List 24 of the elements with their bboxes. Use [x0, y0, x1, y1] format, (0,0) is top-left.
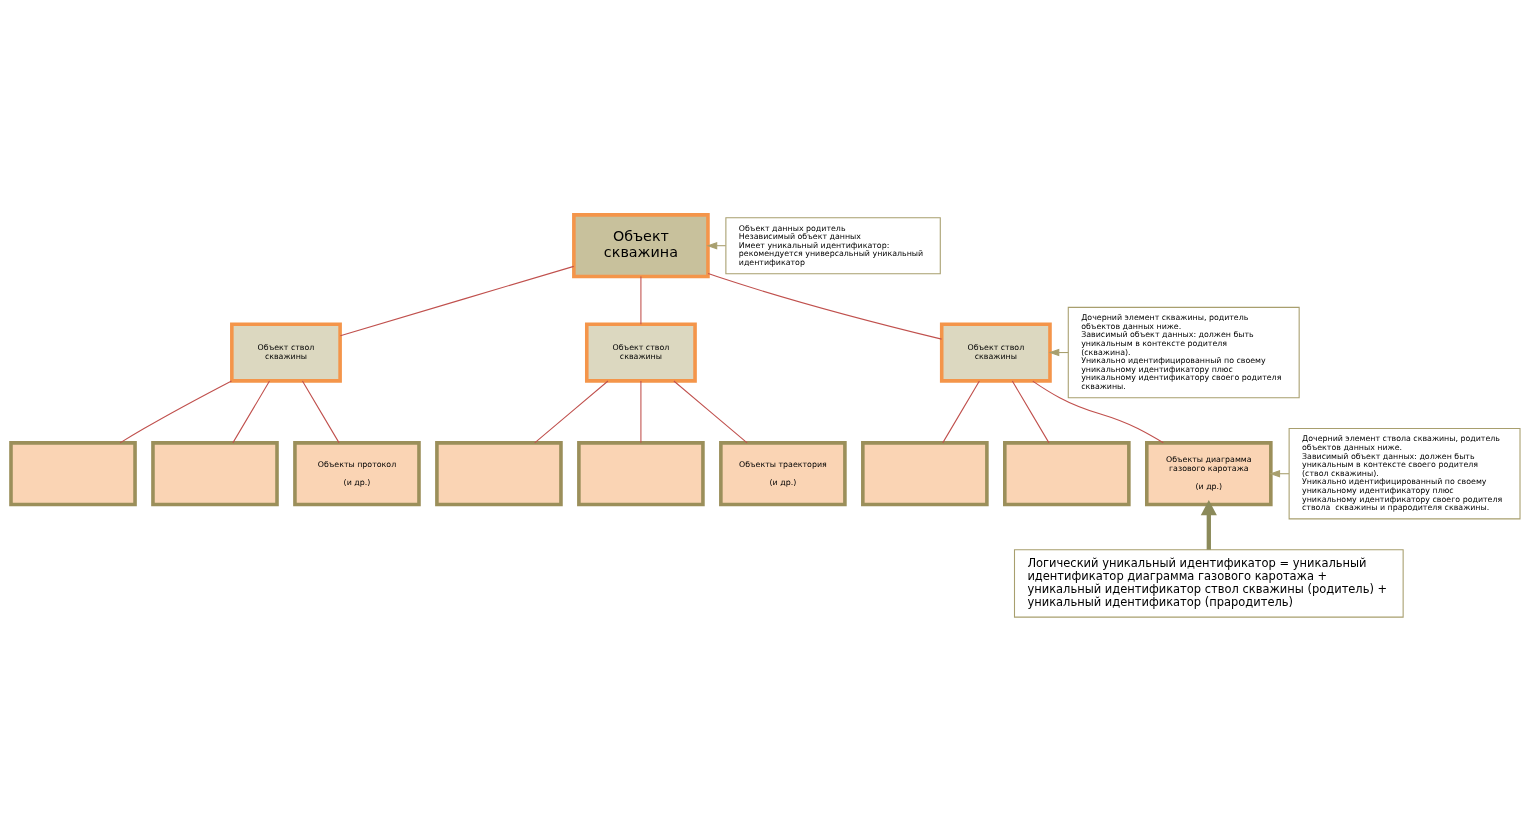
node-box	[435, 441, 563, 507]
connector	[534, 380, 609, 444]
node-box	[9, 441, 137, 507]
connector	[640, 380, 642, 444]
connector	[1011, 380, 1050, 444]
connector	[339, 265, 575, 337]
connector	[232, 380, 271, 444]
arrow	[1200, 499, 1217, 550]
arrow	[1048, 348, 1069, 357]
node-box	[861, 441, 989, 507]
arrow	[1269, 469, 1290, 478]
connector	[707, 272, 943, 340]
node-box	[151, 441, 279, 507]
connector	[942, 380, 980, 444]
connector	[1032, 380, 1164, 444]
node-box	[1003, 441, 1131, 507]
node-box: Объект скважина	[572, 213, 710, 279]
connector	[640, 276, 642, 325]
connector	[301, 380, 340, 444]
connector	[119, 380, 233, 444]
node-box	[577, 441, 705, 507]
node-box: Логический уникальный идентификатор = уникальный идентификатор диаграмма газового каротажа + уникальный идентификатор ствол скважины (родитель) + уникальный идентификатор (прародитель)	[1013, 549, 1404, 618]
arrow	[706, 241, 727, 250]
connector	[673, 380, 748, 444]
